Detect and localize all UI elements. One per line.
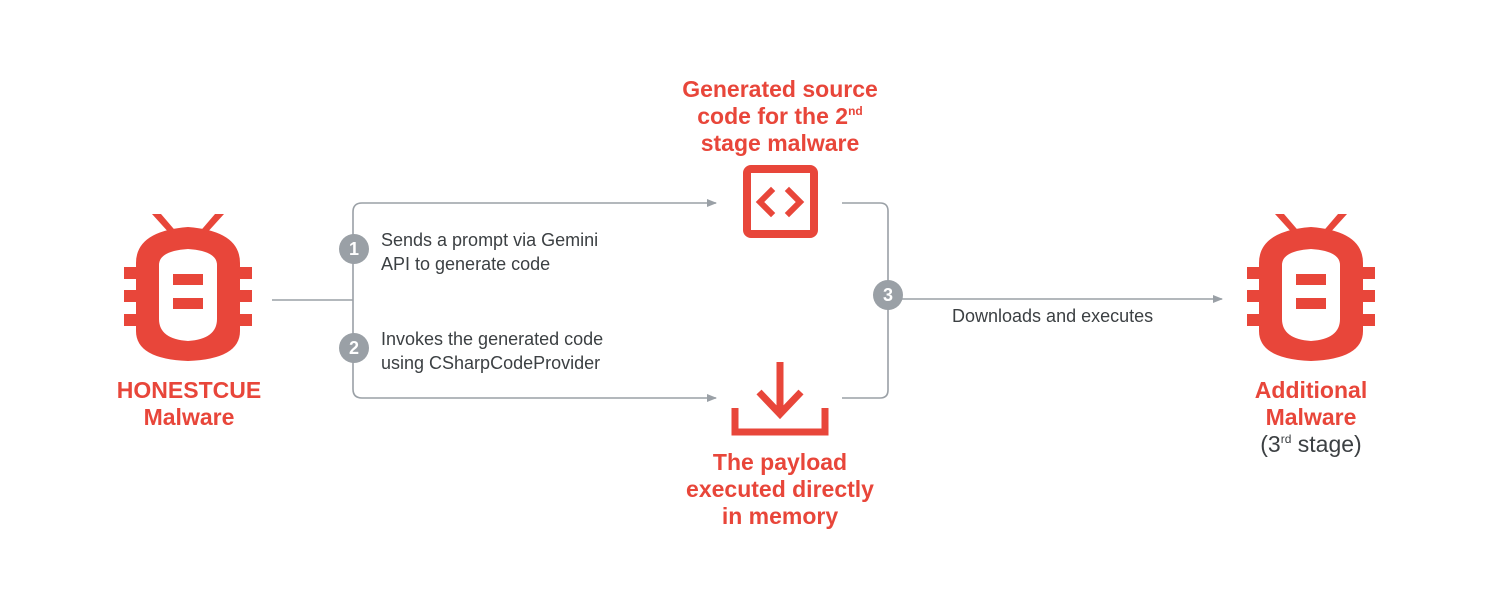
payload-label: The payload executed directly in memory: [650, 449, 910, 530]
payload-label-line-1: The payload: [712, 449, 848, 475]
step-2-text: Invokes the generated code using CSharpC…: [381, 327, 603, 375]
payload-label-line-3: in memory: [721, 503, 839, 529]
step-1-text-line-1: Sends a prompt via Gemini: [381, 230, 599, 250]
generated-code-label-line-1: Generated source: [682, 76, 878, 102]
generated-code-label-line-2: code for the 2nd: [697, 103, 863, 129]
step-3-text: Downloads and executes: [952, 304, 1153, 328]
bug-icon: [1247, 214, 1375, 361]
step-1-badge: 1: [339, 234, 369, 264]
step-2-badge: 2: [339, 333, 369, 363]
target-label-line-2: Malware: [1265, 404, 1357, 430]
branch-line-2: [352, 300, 717, 402]
step-2-text-line-1: Invokes the generated code: [381, 329, 604, 349]
step-2-text-line-2: using CSharpCodeProvider: [381, 353, 601, 373]
step-1-text: Sends a prompt via Gemini API to generat…: [381, 228, 598, 276]
target-label: Additional Malware (3rd stage): [1221, 377, 1401, 458]
source-label-line-2: Malware: [143, 404, 235, 430]
branch-line-1: [352, 199, 717, 300]
step-3-text-line-1: Downloads and executes: [952, 306, 1154, 326]
generated-code-label-line-3: stage malware: [700, 130, 860, 156]
connector-lines: [272, 199, 1223, 402]
bug-icon: [124, 214, 252, 361]
source-label: HONESTCUE Malware: [96, 377, 282, 431]
download-icon: [731, 362, 829, 436]
code-icon: [743, 165, 818, 238]
payload-label-line-2: executed directly: [686, 476, 874, 502]
target-label-line-3: (3rd stage): [1260, 431, 1362, 457]
target-label-line-1: Additional: [1254, 377, 1368, 403]
generated-code-label: Generated source code for the 2nd stage …: [640, 76, 920, 157]
step-3-badge: 3: [873, 280, 903, 310]
step-1-text-line-2: API to generate code: [381, 254, 551, 274]
source-label-line-1: HONESTCUE: [116, 377, 262, 403]
